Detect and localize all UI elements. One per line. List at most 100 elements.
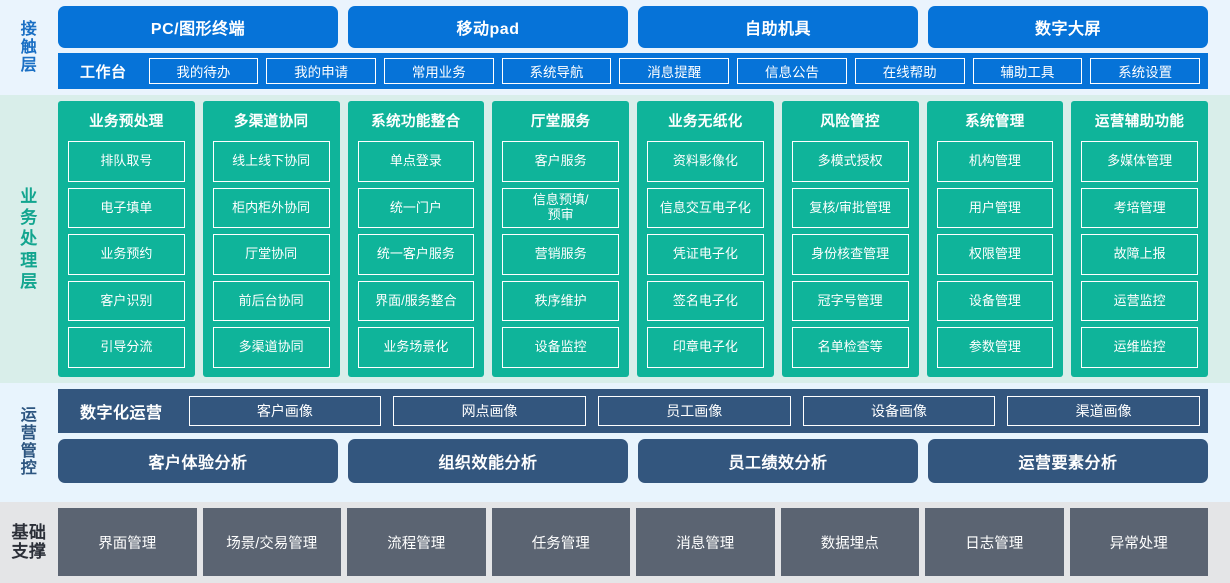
biz-item[interactable]: 故障上报 <box>1081 234 1198 275</box>
nav-item-common-business[interactable]: 常用业务 <box>383 58 494 84</box>
band-label-foundation-support: 基础 支撑 <box>0 508 58 576</box>
biz-item[interactable]: 统一客户服务 <box>357 234 475 275</box>
biz-item[interactable]: 身份核查管理 <box>791 234 909 275</box>
biz-item[interactable]: 排队取号 <box>68 141 185 182</box>
base-item-exception-handling[interactable]: 异常处理 <box>1069 508 1208 576</box>
band-label-char: 处 <box>20 229 38 249</box>
biz-item[interactable]: 统一门户 <box>357 187 475 229</box>
channel-box-mobile-pad[interactable]: 移动pad <box>348 6 628 48</box>
biz-column-title: 系统管理 <box>965 114 1025 130</box>
biz-column-title: 业务预处理 <box>89 114 164 130</box>
biz-item[interactable]: 参数管理 <box>936 327 1054 368</box>
biz-item[interactable]: 柜内柜外协同 <box>212 187 330 229</box>
biz-item[interactable]: 业务场景化 <box>357 327 475 368</box>
biz-item[interactable]: 前后台协同 <box>212 280 330 322</box>
band-label-char: 层 <box>20 271 38 291</box>
biz-item[interactable]: 营销服务 <box>502 234 619 275</box>
channel-box-self-service[interactable]: 自助机具 <box>638 6 918 48</box>
biz-item[interactable]: 运维监控 <box>1081 327 1198 368</box>
biz-item[interactable]: 机构管理 <box>936 141 1054 182</box>
workbench-title: 工作台 <box>80 63 127 81</box>
biz-item[interactable]: 信息预填/ 预审 <box>502 187 619 229</box>
biz-column-system-management: 系统管理 机构管理 用户管理 权限管理 设备管理 参数管理 <box>926 101 1064 377</box>
band-label-char: 营 <box>20 424 38 442</box>
biz-item[interactable]: 考培管理 <box>1081 187 1198 229</box>
base-item-message-management[interactable]: 消息管理 <box>636 508 775 576</box>
nav-item-my-todo[interactable]: 我的待办 <box>148 58 259 84</box>
biz-item[interactable]: 凭证电子化 <box>647 234 764 275</box>
biz-item[interactable]: 引导分流 <box>68 327 185 368</box>
biz-item[interactable]: 设备监控 <box>502 327 619 368</box>
band-label-char: 管 <box>20 442 38 460</box>
biz-item[interactable]: 用户管理 <box>936 187 1054 229</box>
contact-layer-body: PC/图形终端 移动pad 自助机具 数字大屏 工作台 我的待办 我的申请 常用… <box>58 6 1230 90</box>
ops-chip-device-profile[interactable]: 设备画像 <box>802 396 996 426</box>
band-label-contact-layer: 接 触 层 <box>0 6 58 90</box>
nav-item-system-settings[interactable]: 系统设置 <box>1090 58 1200 84</box>
base-item-interface-management[interactable]: 界面管理 <box>58 508 197 576</box>
band-label-operations-management: 运 营 管 控 <box>0 389 58 496</box>
nav-item-system-navigation[interactable]: 系统导航 <box>501 58 612 84</box>
nav-item-info-announcement[interactable]: 信息公告 <box>737 58 847 84</box>
ops-block-organizational-efficiency-analysis[interactable]: 组织效能分析 <box>348 439 628 483</box>
biz-column-risk-control: 风险管控 多模式授权 复核/审批管理 身份核查管理 冠字号管理 名单检查等 <box>781 101 919 377</box>
biz-column-title: 多渠道协同 <box>233 114 309 130</box>
biz-item[interactable]: 印章电子化 <box>647 327 764 368</box>
biz-item[interactable]: 客户服务 <box>502 141 619 182</box>
digital-operations-row: 数字化运营 客户画像 网点画像 员工画像 设备画像 渠道画像 <box>58 389 1208 433</box>
nav-item-auxiliary-tools[interactable]: 辅助工具 <box>972 58 1083 84</box>
ops-chip-customer-profile[interactable]: 客户画像 <box>188 396 382 426</box>
biz-item[interactable]: 界面/服务整合 <box>357 280 475 322</box>
biz-item[interactable]: 签名电子化 <box>647 280 764 322</box>
biz-item[interactable]: 资料影像化 <box>647 141 764 182</box>
base-item-scenario-transaction-management[interactable]: 场景/交易管理 <box>202 508 341 576</box>
biz-item[interactable]: 权限管理 <box>936 234 1054 275</box>
channel-box-pc[interactable]: PC/图形终端 <box>58 6 338 48</box>
band-label-business-processing-layer: 业 务 处 理 层 <box>0 101 58 377</box>
base-item-task-management[interactable]: 任务管理 <box>491 508 630 576</box>
ops-block-employee-performance-analysis[interactable]: 员工绩效分析 <box>638 439 918 483</box>
biz-item[interactable]: 信息交互电子化 <box>647 187 764 229</box>
ops-chip-channel-profile[interactable]: 渠道画像 <box>1007 396 1201 426</box>
biz-column-title: 风险管控 <box>820 114 880 130</box>
channel-box-digital-screen[interactable]: 数字大屏 <box>928 6 1208 48</box>
ops-block-customer-experience-analysis[interactable]: 客户体验分析 <box>58 439 338 483</box>
biz-item[interactable]: 业务预约 <box>68 234 185 275</box>
ops-block-operational-factor-analysis[interactable]: 运营要素分析 <box>928 439 1208 483</box>
biz-item[interactable]: 单点登录 <box>357 141 475 182</box>
biz-item[interactable]: 多模式授权 <box>791 141 909 182</box>
biz-item[interactable]: 冠字号管理 <box>791 280 909 322</box>
band-business-processing-layer: 业 务 处 理 层 业务预处理 排队取号 电子填单 业务预约 客户识别 引导分流… <box>0 95 1230 383</box>
foundation-support-body: 界面管理 场景/交易管理 流程管理 任务管理 消息管理 数据埋点 日志管理 异常… <box>58 508 1230 576</box>
biz-column-title: 业务无纸化 <box>668 114 743 130</box>
biz-item[interactable]: 线上线下协同 <box>212 141 330 182</box>
biz-column-business-preprocessing: 业务预处理 排队取号 电子填单 业务预约 客户识别 引导分流 <box>58 101 195 377</box>
ops-chip-employee-profile[interactable]: 员工画像 <box>597 396 791 426</box>
base-item-data-tracking[interactable]: 数据埋点 <box>780 508 919 576</box>
workbench-nav-row: 工作台 我的待办 我的申请 常用业务 系统导航 消息提醒 信息公告 在线帮助 辅… <box>58 53 1208 89</box>
biz-item[interactable]: 客户识别 <box>68 280 185 322</box>
band-contact-layer: 接 触 层 PC/图形终端 移动pad 自助机具 数字大屏 工作台 我的待办 我… <box>0 0 1230 95</box>
nav-item-message-reminder[interactable]: 消息提醒 <box>619 58 730 84</box>
biz-item[interactable]: 多渠道协同 <box>212 327 330 368</box>
biz-item[interactable]: 厅堂协同 <box>212 234 330 275</box>
biz-item[interactable]: 电子填单 <box>68 187 185 229</box>
digital-operations-title: 数字化运营 <box>80 405 163 422</box>
nav-item-my-application[interactable]: 我的申请 <box>266 58 376 84</box>
biz-item[interactable]: 多媒体管理 <box>1081 141 1198 182</box>
business-columns: 业务预处理 排队取号 电子填单 业务预约 客户识别 引导分流 多渠道协同 线上线… <box>58 101 1230 377</box>
nav-item-online-help[interactable]: 在线帮助 <box>854 58 965 84</box>
band-label-char: 接 <box>20 21 38 39</box>
biz-item[interactable]: 复核/审批管理 <box>791 187 909 229</box>
biz-item[interactable]: 设备管理 <box>936 280 1054 322</box>
base-item-process-management[interactable]: 流程管理 <box>347 508 486 576</box>
band-label-char: 控 <box>20 460 38 478</box>
biz-item[interactable]: 名单检查等 <box>791 327 909 368</box>
biz-item[interactable]: 秩序维护 <box>502 280 619 322</box>
biz-column-operations-auxiliary-functions: 运营辅助功能 多媒体管理 考培管理 故障上报 运营监控 运维监控 <box>1071 101 1208 377</box>
biz-item[interactable]: 运营监控 <box>1081 280 1198 322</box>
base-item-log-management[interactable]: 日志管理 <box>925 508 1064 576</box>
channel-row: PC/图形终端 移动pad 自助机具 数字大屏 <box>58 6 1208 48</box>
ops-chip-branch-profile[interactable]: 网点画像 <box>393 396 586 426</box>
biz-column-title: 运营辅助功能 <box>1094 114 1185 130</box>
